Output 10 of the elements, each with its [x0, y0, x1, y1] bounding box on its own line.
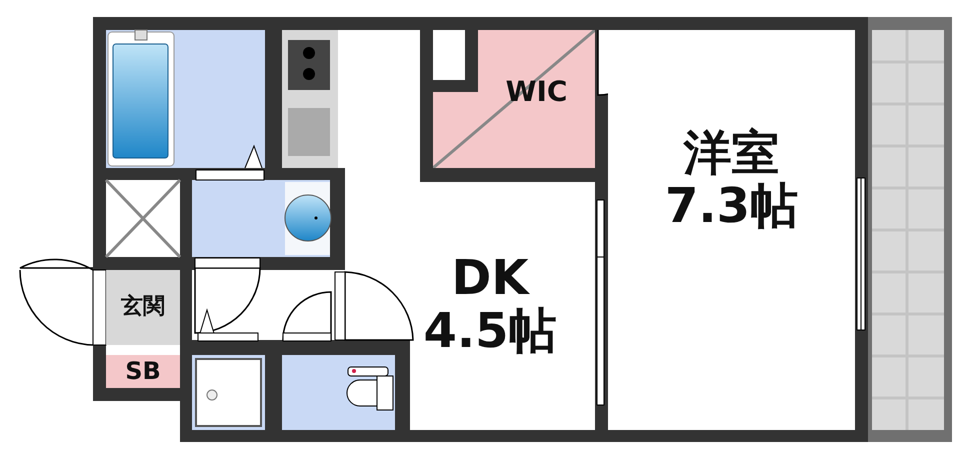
room-name: WIC [506, 76, 568, 108]
room-size: 4.5帖 [423, 305, 557, 358]
room-name: DK [451, 252, 529, 305]
room-name: 洋室 [684, 127, 780, 180]
room-size: 7.3帖 [664, 180, 798, 233]
room-name: 玄関 [121, 295, 165, 320]
room [433, 30, 595, 168]
room [106, 270, 180, 345]
room [106, 355, 180, 388]
room-name: SB [125, 358, 161, 385]
